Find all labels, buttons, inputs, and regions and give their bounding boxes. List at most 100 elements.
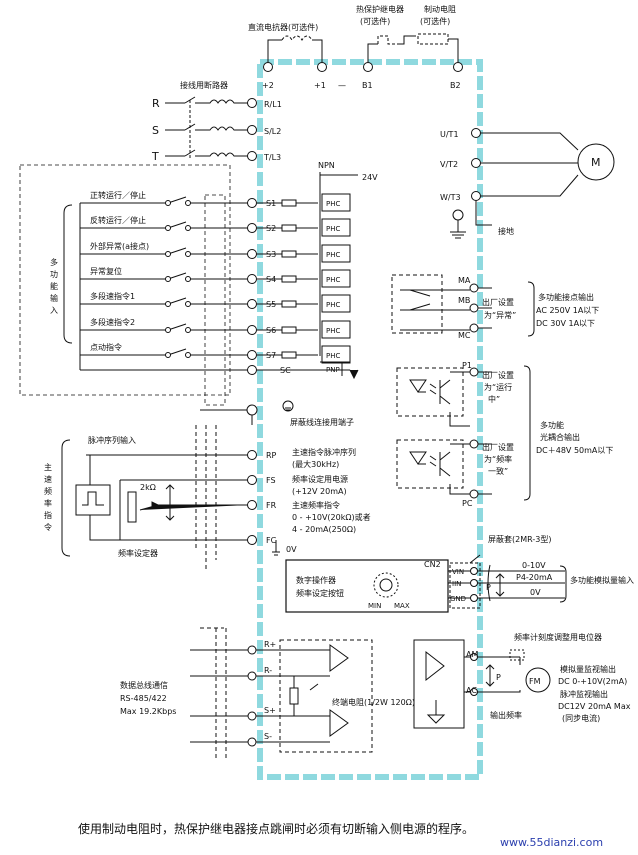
sc-row	[79, 203, 359, 380]
term-rplus: R+	[264, 640, 276, 649]
phc-block	[321, 244, 351, 263]
fr-desc2: 0 - +10V(20kΩ)或者	[292, 512, 371, 522]
npn-label: NPN	[318, 161, 335, 170]
meter-pulse2: DC12V 20mA Max	[558, 702, 631, 711]
terminal-plus2: +2	[262, 81, 274, 90]
phc-block	[321, 269, 351, 288]
operator-label1: 数字操作器	[296, 575, 336, 585]
term-vt2: V/T2	[440, 160, 458, 169]
ground-label: 接地	[498, 226, 514, 236]
thermal-relay-opt: (可选件)	[360, 16, 390, 26]
ain-p: P	[486, 583, 491, 592]
terminal-b1: B1	[362, 81, 373, 90]
pulse-input-label: 脉冲序列输入	[88, 435, 136, 445]
photo-title1: 多功能	[540, 420, 564, 430]
phc-label: PHC	[326, 301, 340, 309]
term-rp: RP	[266, 451, 277, 460]
input-row	[80, 345, 351, 364]
photo1-val-b: 中”	[488, 394, 500, 404]
rp-desc2: (最大30kHz)	[292, 459, 339, 469]
svg-text:多: 多	[50, 257, 58, 267]
input-label: 多段速指令2	[90, 317, 135, 327]
watermark: www.55dianzi.com	[500, 836, 604, 849]
input-row	[80, 193, 351, 212]
term-fr: FR	[266, 501, 277, 510]
term-ac: AC	[466, 686, 477, 695]
svg-text:令: 令	[44, 522, 52, 532]
term-wt3: W/T3	[440, 193, 461, 202]
input-rows: PHC正转运行／停止S1PHC反转运行／停止S2PHC外部异常(a接点)S3PH…	[80, 190, 351, 364]
term-rl1: R/L1	[264, 100, 282, 109]
breaker-label: 接线用断路器	[180, 80, 228, 90]
photo1-val-a: 为“运行	[484, 382, 512, 392]
term-iin: IIN	[452, 580, 461, 588]
power-input	[165, 96, 257, 161]
term-sl2: S/L2	[264, 127, 281, 136]
input-label: 正转运行／停止	[90, 190, 146, 200]
phc-label: PHC	[326, 200, 340, 208]
digital-operator	[285, 554, 567, 613]
rp-desc1: 主速指令脉冲序列	[292, 447, 356, 457]
freq-ref-circuit	[61, 425, 280, 570]
input-row	[80, 218, 351, 237]
relay-title: 多功能接点输出	[538, 292, 594, 302]
top-terminals	[263, 62, 463, 72]
comm-max: Max 19.2Kbps	[120, 707, 176, 716]
input-label: 点动指令	[90, 342, 122, 352]
meter-pot-title: 频率计刻度调整用电位器	[514, 632, 602, 642]
input-terminal: S1	[266, 199, 276, 208]
meter-p: P	[496, 673, 501, 682]
term-mb: MB	[458, 296, 470, 305]
phc-label: PHC	[326, 327, 340, 335]
fr-desc3: 4 - 20mA(250Ω)	[292, 525, 356, 534]
ain-4-20ma: P4-20mA	[516, 573, 553, 582]
input-label: 异常复位	[90, 266, 122, 276]
phase-s: S	[152, 124, 159, 137]
svg-text:功: 功	[50, 269, 58, 279]
input-label: 外部异常(a接点)	[90, 241, 149, 251]
freq-ref-group-label: 主 速 频 率 指 令	[44, 462, 52, 532]
comm-title: 数据总线通信	[120, 680, 168, 690]
term-cn2: CN2	[424, 560, 441, 569]
input-label: 反转运行／停止	[90, 215, 146, 225]
terminal-minus: —	[338, 81, 346, 90]
dc-reactor-label: 直流电抗器(可选件)	[248, 22, 318, 32]
ain-0v: 0V	[530, 588, 541, 597]
ain-0-10v: 0-10V	[522, 561, 546, 570]
input-group-label: 多 功 能 输 入	[50, 257, 58, 315]
input-terminal: S4	[266, 275, 276, 284]
term-ut1: U/T1	[440, 130, 459, 139]
analog-input-title: 多功能模拟量输入	[570, 575, 634, 585]
term-fs: FS	[266, 476, 276, 485]
input-terminal: S7	[266, 351, 276, 360]
input-terminal: S6	[266, 326, 276, 335]
svg-text:指: 指	[44, 510, 52, 520]
thermal-relay-label: 热保护继电器	[356, 4, 404, 14]
inverter-body	[257, 59, 483, 780]
input-label: 多段速指令1	[90, 291, 135, 301]
term-vin: VIN	[452, 568, 464, 576]
input-terminal: S2	[266, 224, 276, 233]
v24-rail	[319, 172, 358, 356]
meter-analog2: DC 0-+10V(2mA)	[558, 677, 627, 686]
svg-text:主: 主	[44, 462, 52, 472]
brake-resistor-label: 制动电阻	[424, 4, 456, 14]
operator-max: MAX	[394, 602, 410, 610]
term-sminus: S-	[264, 732, 272, 741]
relay-factory: 出厂设置	[482, 297, 514, 307]
fs-desc2: (+12V 20mA)	[292, 487, 347, 496]
input-terminal: S5	[266, 300, 276, 309]
input-row	[80, 244, 351, 263]
relay-output	[391, 274, 535, 337]
comm-circuit	[190, 627, 373, 760]
term-rminus: R-	[264, 666, 272, 675]
phc-label: PHC	[326, 251, 340, 259]
term-ma: MA	[458, 276, 471, 285]
svg-text:频: 频	[44, 486, 52, 496]
input-group-bracket	[63, 204, 73, 344]
svg-text:率: 率	[44, 498, 52, 508]
motor: M	[591, 156, 601, 169]
svg-text:入: 入	[50, 306, 58, 315]
relay-spec2: DC 30V 1A以下	[536, 319, 595, 328]
